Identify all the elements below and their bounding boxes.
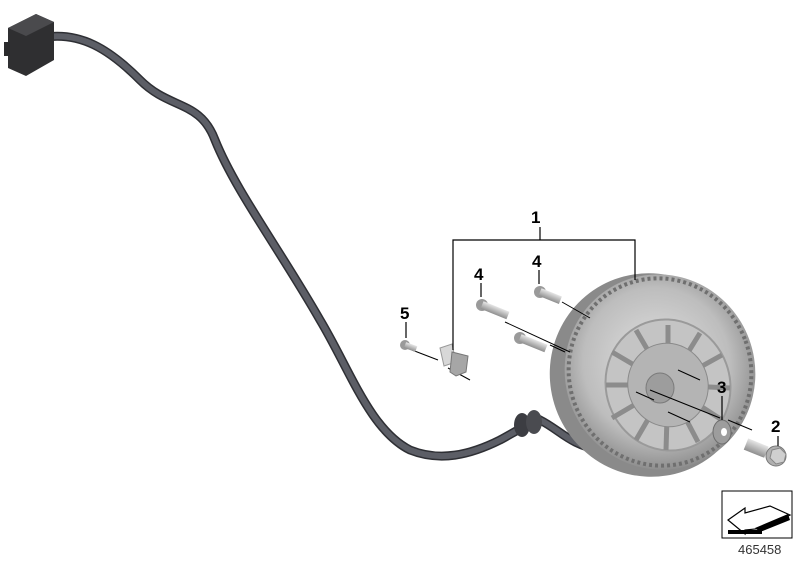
view-direction-icon <box>721 490 793 539</box>
callout-1: 1 <box>531 208 541 227</box>
screw-5 <box>400 340 418 352</box>
sensor-bracket <box>439 343 469 377</box>
callout-4-right: 4 <box>532 252 542 271</box>
washer-3 <box>712 419 732 445</box>
cable-connector <box>4 14 54 76</box>
callout-leaders <box>405 227 779 446</box>
bolt-4-lower <box>476 299 510 320</box>
bolt-2 <box>743 438 787 467</box>
callout-4-left: 4 <box>474 265 484 284</box>
bolt-4-third <box>514 332 548 353</box>
rotor-assembly <box>549 273 756 477</box>
sensor-cable <box>35 31 705 461</box>
cable-grommet <box>514 410 542 437</box>
callout-3: 3 <box>717 378 727 397</box>
drawing-code: 465458 <box>738 542 782 557</box>
bolt-4-upper <box>534 286 562 304</box>
callout-2: 2 <box>771 417 781 436</box>
callout-5: 5 <box>400 304 410 323</box>
